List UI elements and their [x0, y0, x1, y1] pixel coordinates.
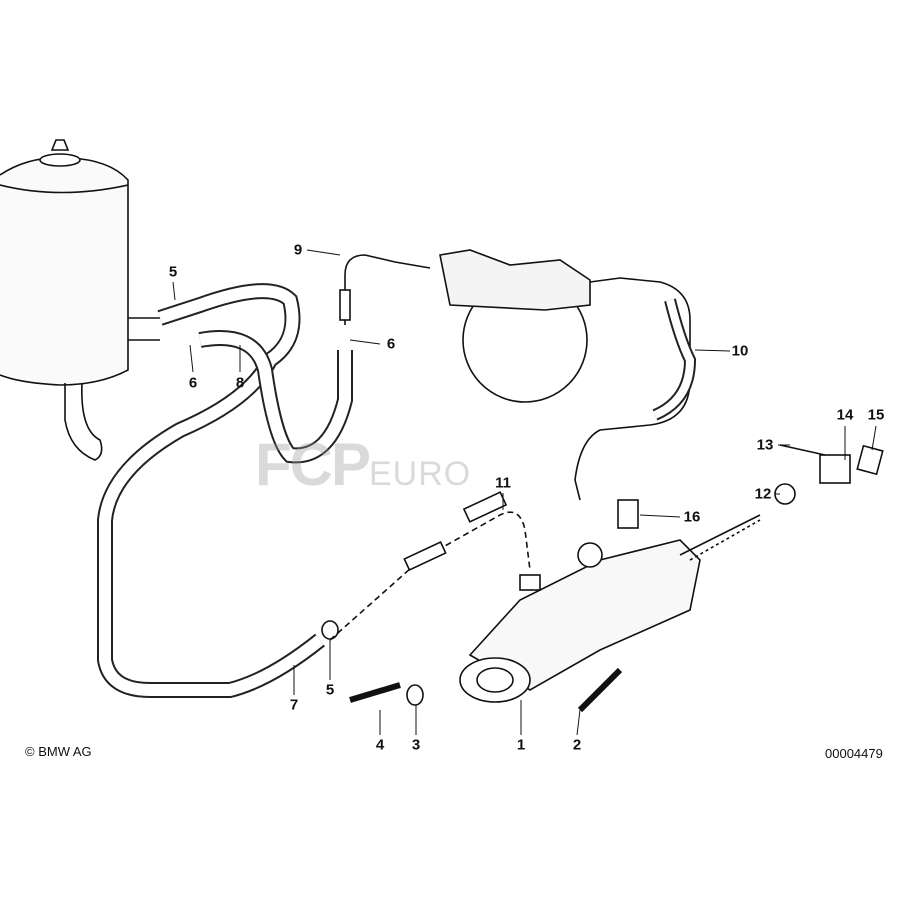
bolt-13 [779, 444, 826, 456]
callout-15: 15 [867, 406, 885, 424]
callout-12: 12 [754, 485, 772, 503]
callout-13: 13 [756, 436, 774, 454]
clip-15 [856, 444, 884, 476]
brake-line-9 [344, 254, 431, 325]
callout-2: 2 [572, 736, 582, 754]
bolt-4 [349, 682, 401, 703]
watermark-suffix: EURO [369, 455, 472, 493]
bolt-2 [577, 667, 623, 713]
clamp-5 [321, 620, 339, 640]
copyright: © BMW AG [25, 744, 92, 759]
watermark: FCPEURO [255, 430, 471, 499]
callout-5: 5 [168, 263, 178, 281]
washer-3 [406, 684, 424, 706]
bracket-14 [819, 454, 851, 484]
leader-lines [172, 249, 877, 736]
callout-8: 8 [235, 374, 245, 392]
callout-5: 5 [325, 681, 335, 699]
callout-1: 1 [516, 736, 526, 754]
watermark-brand: FCP [255, 431, 371, 498]
diagram-number: 00004479 [825, 746, 883, 761]
callout-16: 16 [683, 508, 701, 526]
callout-4: 4 [375, 736, 385, 754]
fluid-reservoir [0, 139, 160, 461]
callout-9: 9 [293, 241, 303, 259]
pipe-11 [329, 511, 531, 641]
callout-7: 7 [289, 696, 299, 714]
callout-10: 10 [731, 342, 749, 360]
master-cylinder [459, 514, 761, 703]
callout-6: 6 [188, 374, 198, 392]
callout-3: 3 [411, 736, 421, 754]
pressure-accumulator [439, 249, 691, 501]
callout-14: 14 [836, 406, 854, 424]
adapter-16 [617, 499, 639, 529]
callout-11: 11 [495, 474, 511, 492]
callout-6: 6 [386, 335, 396, 353]
